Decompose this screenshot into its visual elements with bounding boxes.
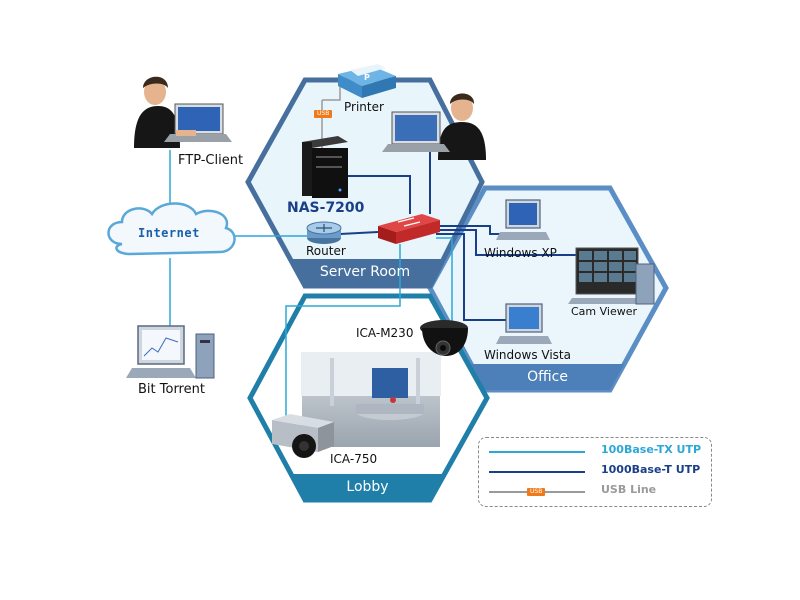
windows-vista-label: Windows Vista: [484, 348, 571, 362]
ftp-client-label: FTP-Client: [178, 153, 244, 168]
ica-m230-label: ICA-M230: [356, 326, 414, 340]
legend-line-100base-tx: [489, 451, 585, 453]
bit-torrent-pc-icon: [126, 325, 215, 379]
ica-750-label: ICA-750: [330, 452, 378, 466]
printer-label: Printer: [344, 100, 384, 114]
office-title: Office: [527, 369, 568, 385]
legend-label-100base-tx: 100Base-TX UTP: [601, 443, 702, 456]
printer-icon: P: [338, 64, 396, 98]
router-icon: [306, 221, 342, 244]
nas-label: NAS-7200: [287, 200, 365, 216]
internet-label: Internet: [138, 226, 200, 240]
ica-m230-camera-icon: [420, 320, 468, 356]
server-room-title: Server Room: [319, 264, 411, 280]
cam-viewer-label: Cam Viewer: [571, 305, 638, 318]
legend-usb-tag: USB: [527, 488, 546, 496]
lobby-photo: [300, 351, 442, 449]
legend-label-1000base-t: 1000Base-T UTP: [601, 463, 701, 476]
usb-tag-printer: USB: [314, 110, 333, 118]
legend-item-100base-tx: 100Base-TX UTP: [479, 443, 711, 461]
legend-label-usb-line: USB Line: [601, 483, 657, 496]
windows-vista-pc-icon: [496, 303, 552, 344]
nas-device-icon: [302, 136, 348, 198]
svg-text:P: P: [364, 73, 370, 82]
lobby-title: Lobby: [346, 479, 389, 495]
switch-icon: [378, 214, 440, 244]
internet-cloud-icon: [107, 202, 236, 256]
legend: 100Base-TX UTP 1000Base-T UTP USB USB Li…: [478, 437, 712, 507]
legend-item-1000base-t: 1000Base-T UTP: [479, 463, 711, 481]
router-label: Router: [306, 244, 346, 258]
windows-xp-label: Windows XP: [484, 246, 557, 260]
ica-750-camera-icon: [272, 414, 334, 458]
windows-xp-pc-icon: [496, 199, 550, 240]
bit-torrent-label: Bit Torrent: [138, 382, 205, 397]
legend-item-usb-line: USB USB Line: [479, 483, 711, 501]
cam-viewer-pc-icon: [568, 247, 655, 305]
admin-user-icon: [382, 93, 486, 160]
ftp-client-user-icon: [134, 76, 232, 148]
legend-line-1000base-t: [489, 471, 585, 473]
